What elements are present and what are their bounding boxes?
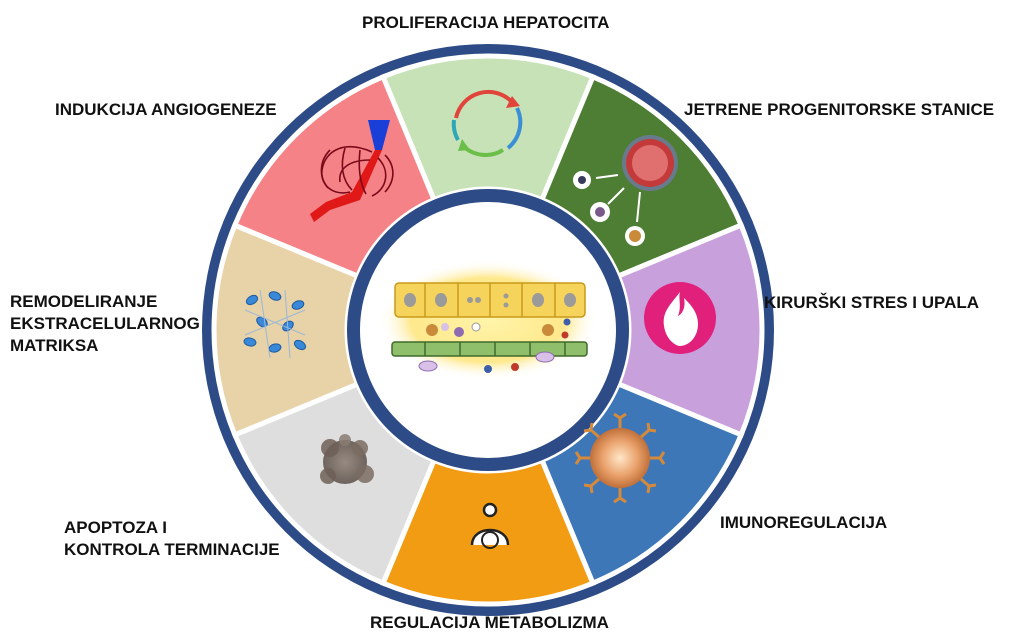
label-remodeliranje-ecm: REMODELIRANJE EKSTRACELULARNOG MATRIKSA xyxy=(10,291,200,357)
immune-cell-icon xyxy=(574,412,666,504)
label-line: REMODELIRANJE xyxy=(10,292,158,311)
apoptotic-cell-icon xyxy=(320,434,374,484)
cell-cycle-icon xyxy=(451,89,523,157)
liver-tissue-icon xyxy=(378,260,598,380)
label-jetrene-progenitorske-stanice: JETRENE PROGENITORSKE STANICE xyxy=(684,100,995,119)
label-apoptoza: APOPTOZA I KONTROLA TERMINACIJE xyxy=(64,517,280,561)
label-line: APOPTOZA I xyxy=(64,518,167,537)
label-imunoregulacija: IMUNOREGULACIJA xyxy=(720,513,888,532)
progenitor-cells-icon xyxy=(573,135,678,246)
label-proliferacija-hepatocita: PROLIFERACIJA HEPATOCITA xyxy=(362,13,610,32)
label-line: KONTROLA TERMINACIJE xyxy=(64,540,280,559)
label-line: MATRIKSA xyxy=(10,336,99,355)
label-regulacija-metabolizma: REGULACIJA METABOLIZMA xyxy=(370,613,609,632)
metabolism-icon xyxy=(470,502,510,549)
extracellular-matrix-icon xyxy=(243,289,307,359)
label-kirurski-stres-i-upala: KIRURŠKI STRES I UPALA xyxy=(764,293,980,312)
label-line: EKSTRACELULARNOG xyxy=(10,314,200,333)
blood-vessel-icon xyxy=(310,120,394,222)
flame-icon xyxy=(644,282,716,354)
label-indukcija-angiogeneze: INDUKCIJA ANGIOGENEZE xyxy=(55,100,277,119)
